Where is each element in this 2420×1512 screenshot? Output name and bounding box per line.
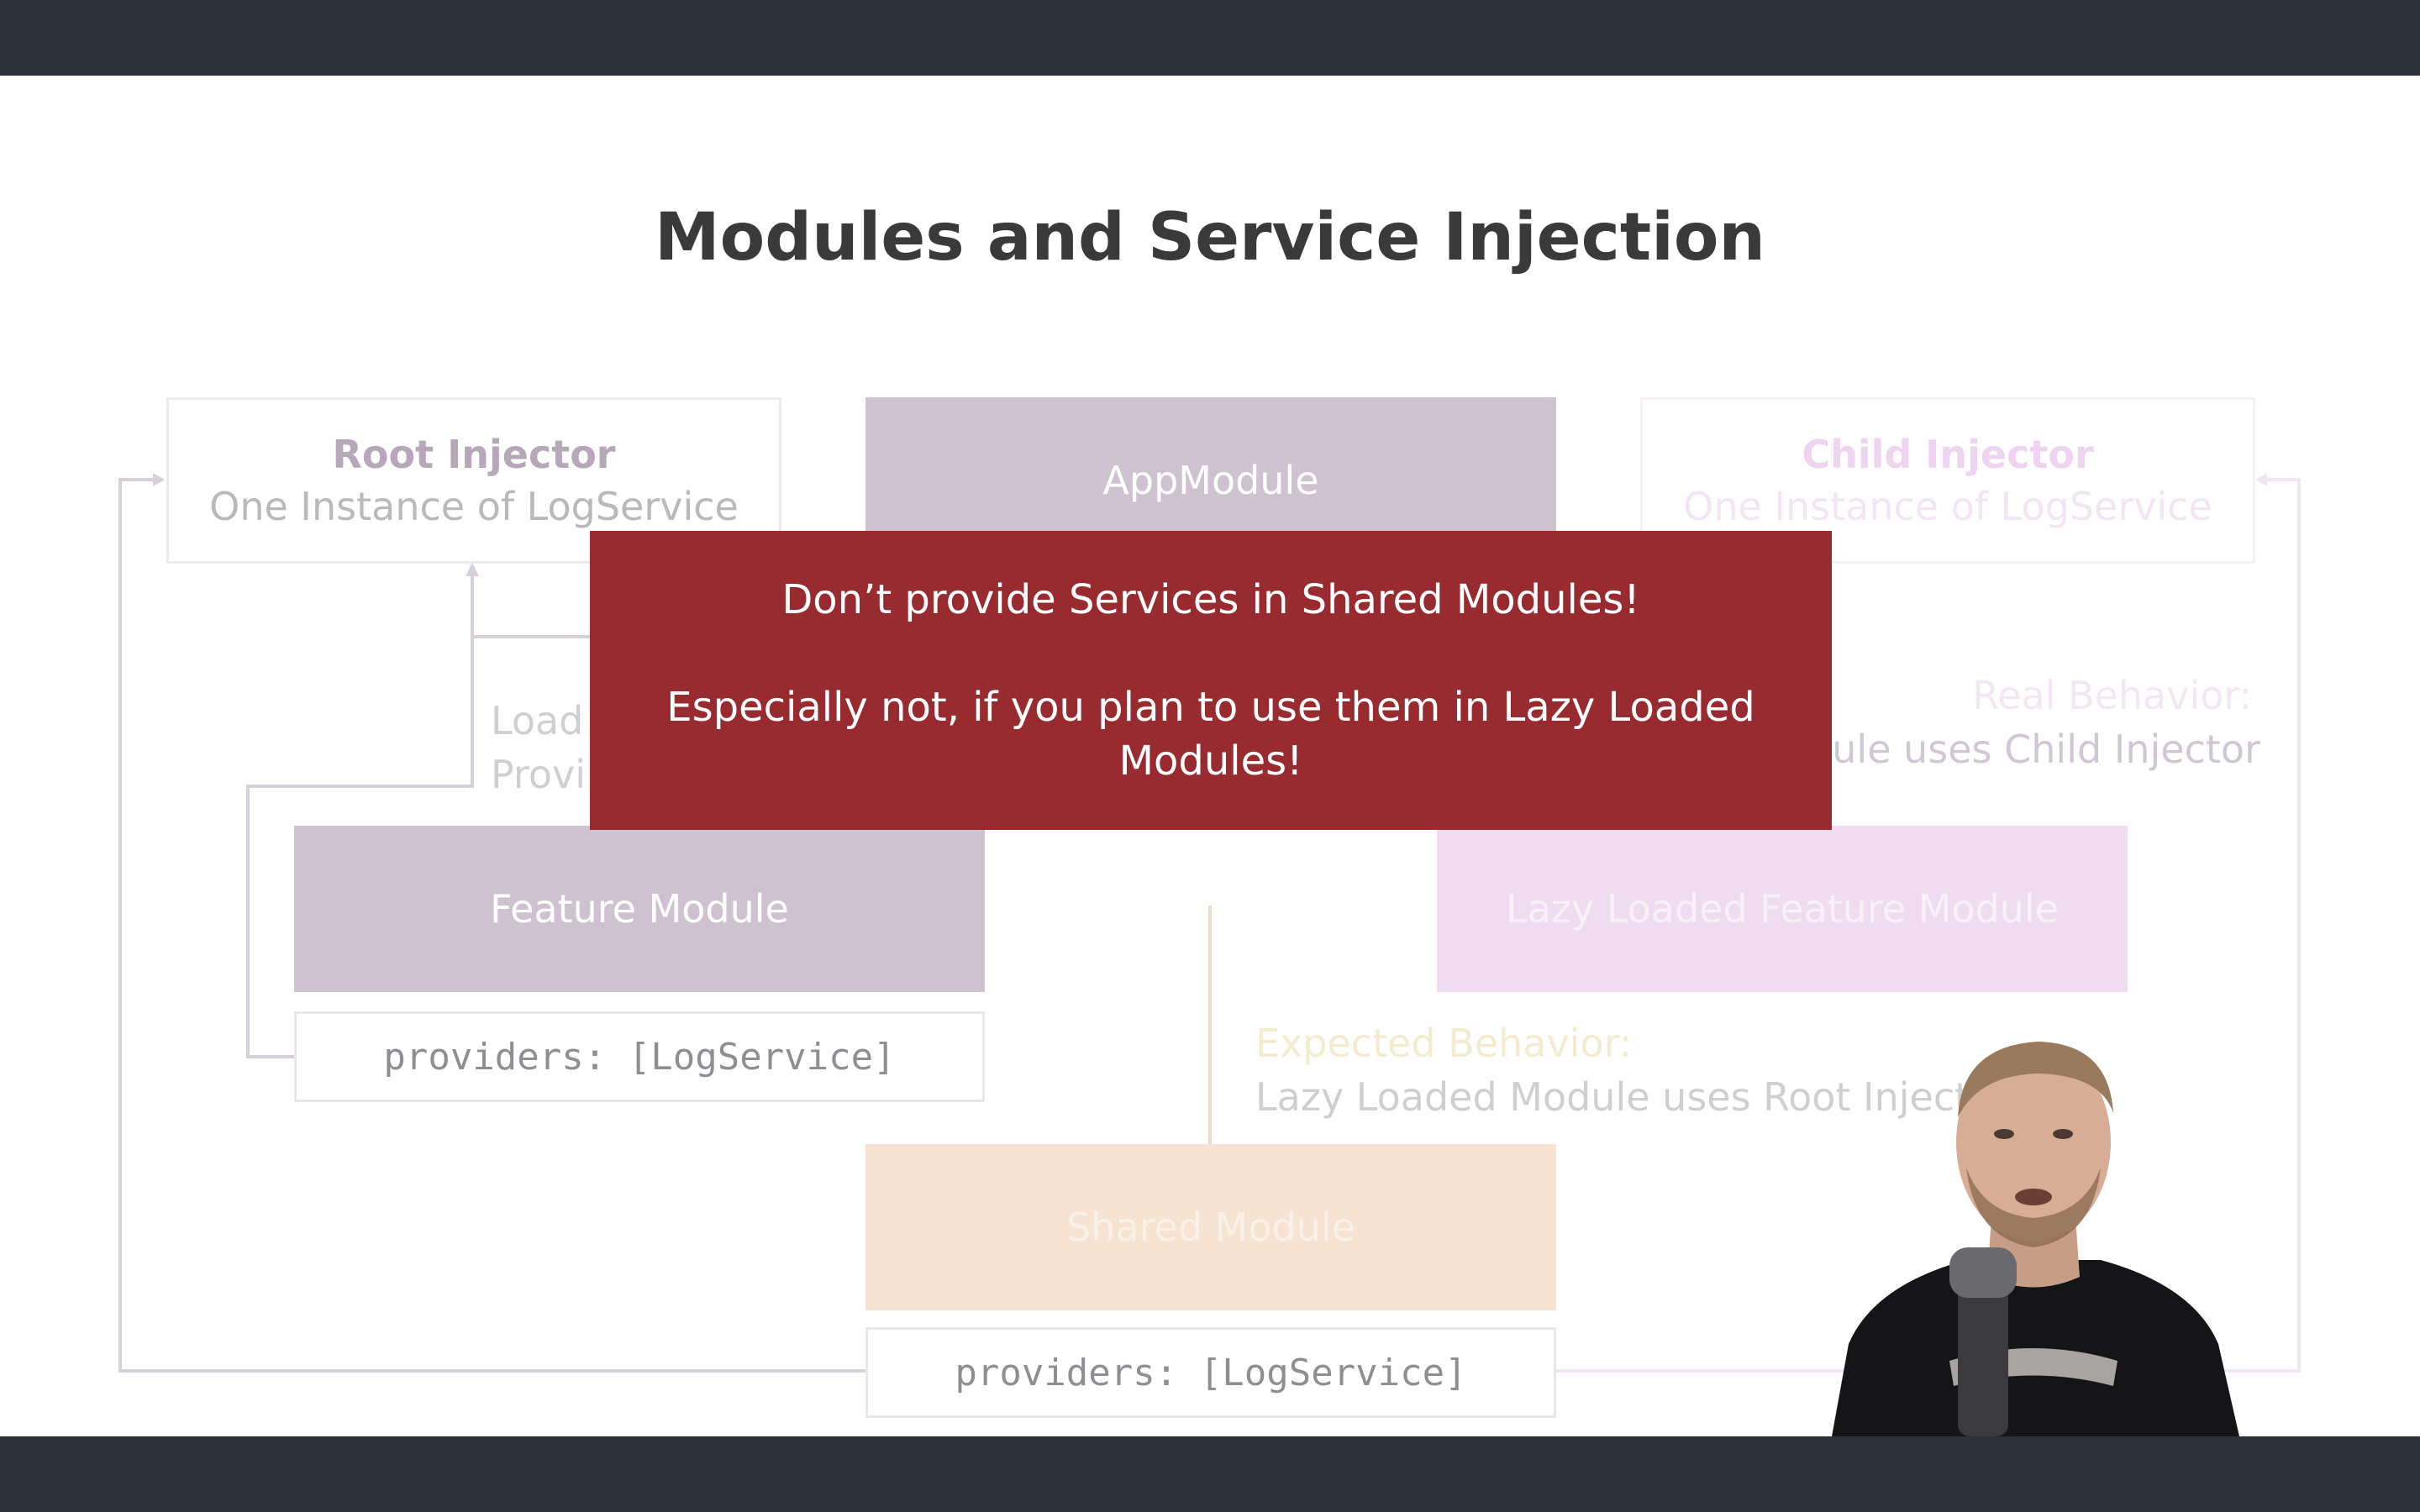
- feature-providers-box: providers: [LogService]: [294, 1011, 985, 1102]
- appmodule-label: AppModule: [1102, 458, 1319, 503]
- expected-behavior-label: Expected Behavior:: [1255, 1021, 1633, 1066]
- shared-module-label: Shared Module: [1066, 1205, 1355, 1250]
- shared-providers-label: providers: [LogService]: [955, 1351, 1467, 1394]
- lazy-module-box: Lazy Loaded Feature Module: [1437, 826, 2128, 992]
- alert-line-2: Especially not, if you plan to use them …: [666, 684, 1755, 731]
- shared-providers-box: providers: [LogService]: [865, 1327, 1556, 1418]
- feature-module-label: Feature Module: [490, 886, 789, 932]
- real-behavior-text: ule uses Child Injector: [1832, 727, 2260, 772]
- child-injector-box: Child Injector One Instance of LogServic…: [1640, 397, 2255, 564]
- arrowhead-root-left: [153, 473, 165, 486]
- root-injector-subtitle: One Instance of LogService: [209, 484, 739, 529]
- lazy-module-label: Lazy Loaded Feature Module: [1506, 886, 2059, 932]
- expected-behavior-text: Lazy Loaded Module uses Root Injector: [1255, 1074, 2010, 1120]
- real-behavior-label: Real Behavior:: [1972, 673, 2252, 718]
- arrowhead-root-up: [466, 563, 479, 576]
- shared-module-box: Shared Module: [865, 1144, 1556, 1310]
- connector-shared-to-root: [118, 478, 865, 1373]
- top-letterbox-bar: [0, 0, 2420, 76]
- presenter-figure: [1832, 1042, 2239, 1436]
- feature-module-box: Feature Module: [294, 826, 985, 992]
- child-injector-subtitle: One Instance of LogService: [1683, 484, 2212, 529]
- slide-title: Modules and Service Injection: [655, 200, 1765, 276]
- feature-providers-label: providers: [LogService]: [383, 1035, 896, 1079]
- warning-alert-box: Don’t provide Services in Shared Modules…: [590, 531, 1832, 830]
- bottom-letterbox-bar: [0, 1436, 2420, 1512]
- child-injector-title: Child Injector: [1802, 432, 2094, 477]
- connector-feature-to-root: [246, 571, 474, 1058]
- load-annotation-line1: Load: [491, 698, 584, 743]
- slide: Modules and Service Injection Root Injec…: [0, 76, 2420, 1436]
- alert-line-1: Don’t provide Services in Shared Modules…: [781, 576, 1640, 623]
- load-annotation: Load Provi: [491, 694, 586, 801]
- root-injector-title: Root Injector: [332, 432, 616, 477]
- load-annotation-line2: Provi: [491, 752, 586, 797]
- alert-line-3: Modules!: [1118, 738, 1303, 785]
- arrowhead-child-right: [2255, 473, 2267, 486]
- presenter-webcam: [1823, 1008, 2244, 1436]
